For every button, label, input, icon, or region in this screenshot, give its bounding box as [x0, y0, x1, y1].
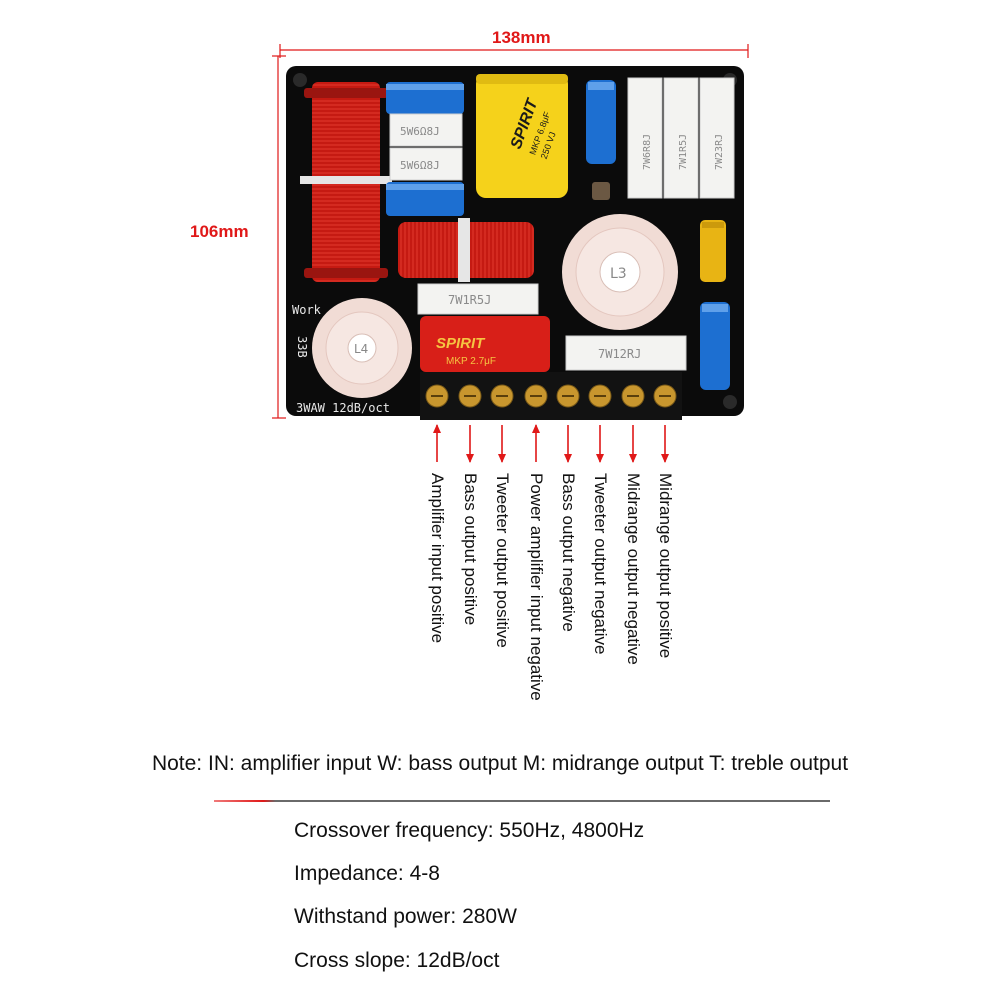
divider — [214, 800, 830, 802]
height-dimension-line — [272, 55, 286, 419]
blue-cap-top — [386, 82, 464, 114]
terminal-label: Tweeter output negative — [591, 473, 610, 655]
arrow-up-icon — [532, 424, 540, 433]
arrow-down-icon — [498, 454, 506, 463]
silkscreen-code: 33B — [295, 336, 309, 358]
terminal-label: Midrange output negative — [624, 473, 643, 665]
terminal-label: Tweeter output positive — [493, 473, 512, 648]
terminal-arrows — [433, 424, 669, 463]
small-component — [592, 182, 610, 200]
terminal-label: Bass output negative — [559, 473, 578, 632]
red-mkp-capacitor: SPIRIT MKP 2.7μF — [420, 316, 550, 372]
blue-electrolytic-bottom — [700, 302, 730, 390]
resistor-1-label: 5W6Ω8J — [400, 125, 440, 138]
spec-cross-slope: Cross slope: 12dB/oct — [294, 949, 500, 972]
resistor-7w-column: 7W6R8J 7W1R5J 7W23RJ — [627, 77, 735, 199]
blue-cap-bottom — [386, 182, 464, 216]
terminal-label: Bass output positive — [461, 473, 480, 626]
arrow-down-icon — [596, 454, 604, 463]
resistor-7-label: 7W12RJ — [598, 347, 641, 361]
coil-horizontal — [398, 218, 534, 282]
resistor-3-label: 7W6R8J — [642, 134, 653, 170]
arrow-down-icon — [466, 454, 474, 463]
terminal-label: Midrange output positive — [656, 473, 675, 659]
coil-l3-label: L3 — [610, 266, 627, 282]
red-cap-brand: SPIRIT — [436, 335, 486, 352]
coil-l4-label: L4 — [354, 342, 368, 356]
yellow-mkp-capacitor: SPIRIT MKP 6.8μF 250 VJ — [476, 74, 568, 198]
arrow-up-icon — [433, 424, 441, 433]
terminal-label: Power amplifier input negative — [527, 473, 546, 701]
spec-crossover-frequency: Crossover frequency: 550Hz, 4800Hz — [294, 819, 645, 842]
terminal-block — [420, 372, 682, 420]
resistor-2-label: 5W6Ω8J — [400, 159, 440, 172]
red-cap-value: MKP 2.7μF — [446, 356, 496, 367]
resistor-4-label: 7W1R5J — [678, 134, 689, 170]
terminal-label: Amplifier input positive — [428, 473, 447, 644]
resistor-7w-horizontal: 7W1R5J — [417, 283, 539, 315]
resistor-6-label: 7W1R5J — [448, 293, 491, 307]
note-text: Note: IN: amplifier input W: bass output… — [151, 752, 849, 775]
coil-large-vertical — [300, 82, 392, 282]
width-dimension-line — [279, 44, 749, 58]
crossover-board-illustration: 5W6Ω8J 5W6Ω8J SPIRIT MKP 6.8μF 250 VJ 7W… — [272, 44, 749, 463]
arrow-down-icon — [564, 454, 572, 463]
spec-impedance: Impedance: 4-8 — [294, 862, 440, 885]
toroid-coil-l3: L3 — [562, 214, 678, 330]
resistor-5w-1: 5W6Ω8J — [389, 113, 463, 147]
small-yellow-capacitor — [700, 220, 726, 282]
resistor-5w-2: 5W6Ω8J — [389, 147, 463, 181]
resistor-7w12rj: 7W12RJ — [565, 335, 687, 371]
blue-electrolytic-top — [586, 80, 616, 164]
arrow-down-icon — [661, 454, 669, 463]
resistor-5-label: 7W23RJ — [714, 134, 725, 170]
silkscreen-work: Work — [292, 303, 322, 317]
width-dimension-label: 138mm — [492, 28, 551, 47]
arrow-down-icon — [629, 454, 637, 463]
spec-withstand-power: Withstand power: 280W — [294, 905, 517, 928]
toroid-coil-l4: L4 — [312, 298, 412, 398]
height-dimension-label: 106mm — [190, 222, 249, 241]
silkscreen-model: 3WAW 12dB/oct — [296, 401, 390, 415]
